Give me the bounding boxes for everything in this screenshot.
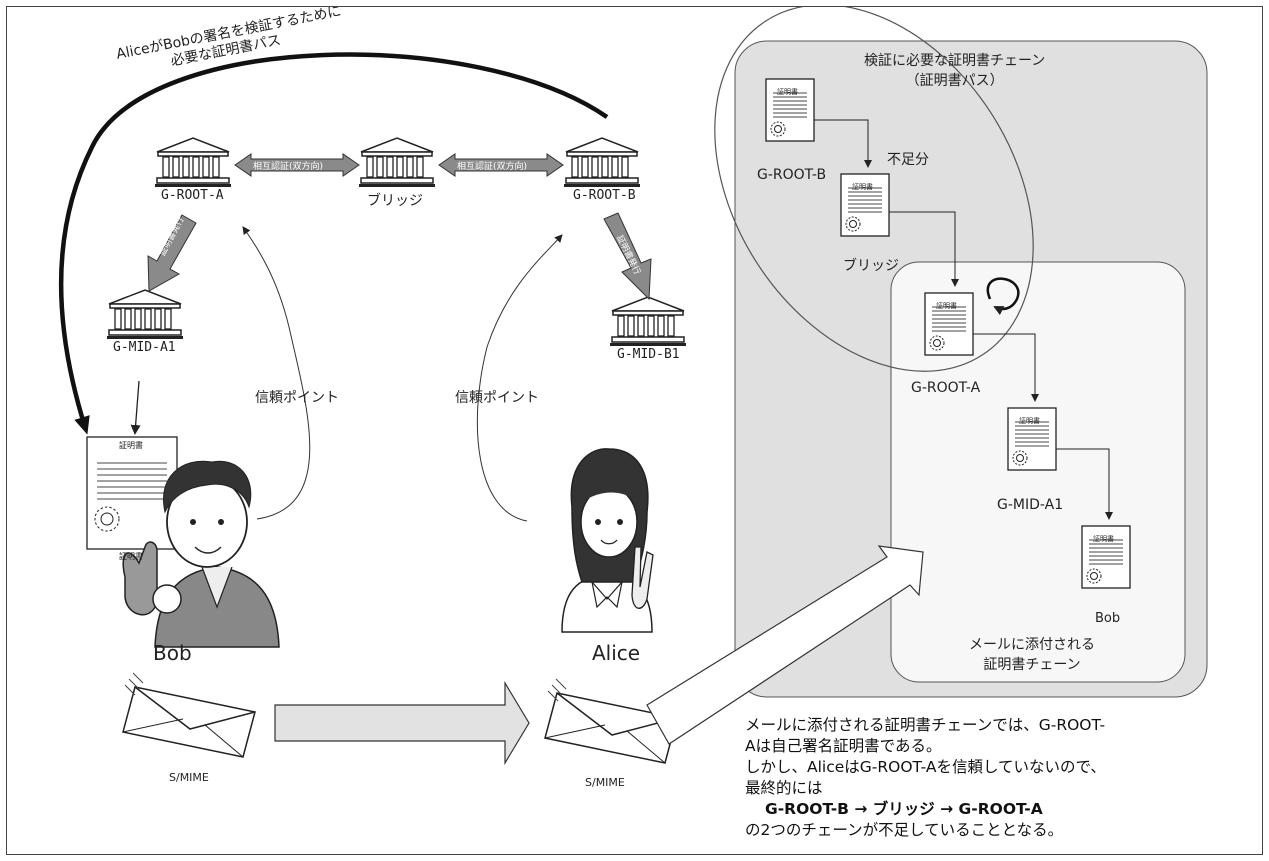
alice-envelope-motion bbox=[547, 678, 567, 702]
bob-name: Bob bbox=[153, 641, 192, 665]
panel-g-root-a-label: G-ROOT-A bbox=[911, 380, 981, 396]
attached-chain-arrow bbox=[646, 545, 924, 745]
panel-g-root-b-label: G-ROOT-B bbox=[757, 167, 827, 183]
g-root-b-bank-icon bbox=[563, 137, 641, 188]
issue-arrow-left bbox=[147, 214, 197, 292]
panel-cert-title-5: 証明書 bbox=[1093, 535, 1114, 543]
chain-arrow-2 bbox=[889, 211, 959, 287]
attached-caption-line-2: 証明書チェーン bbox=[983, 657, 1081, 673]
diagram-frame: AliceがBobの署名を検証するために 必要な証明書パス G-ROOT-A ブ… bbox=[6, 6, 1263, 855]
chain-arrow-1 bbox=[814, 119, 872, 168]
g-mid-b1-bank-icon bbox=[609, 296, 687, 347]
note-line-5: G-ROOT-B → ブリッジ → G-ROOT-A bbox=[765, 800, 1043, 818]
cross-cert-arrow-left bbox=[234, 153, 360, 177]
cross-cert-arrow-right bbox=[438, 153, 564, 177]
g-root-a-label: G-ROOT-A bbox=[161, 188, 224, 203]
smime-label-bob: S/MIME bbox=[169, 771, 209, 784]
note-line-2: Aは自己署名証明書である。 bbox=[745, 737, 942, 755]
trust-curve-bob bbox=[242, 226, 311, 520]
panel-cert-title-4: 証明書 bbox=[1019, 417, 1040, 425]
alice-avatar bbox=[561, 448, 654, 633]
chain-arrow-4 bbox=[1056, 448, 1113, 520]
explanation-note: メールに添付される証明書チェーンでは、G-ROOT- Aは自己署名証明書である。… bbox=[745, 715, 1106, 841]
panel-title: 検証に必要な証明書チェーン （証明書パス） bbox=[864, 51, 1045, 91]
bridge-bank-icon bbox=[358, 137, 436, 188]
cross-cert-label-left: 相互認証(双方向) bbox=[253, 162, 324, 172]
bob-envelope-icon bbox=[122, 686, 256, 758]
attached-caption: メールに添付される 証明書チェーン bbox=[969, 635, 1095, 675]
g-root-a-bank-icon bbox=[154, 137, 232, 188]
trust-point-bob: 信頼ポイント bbox=[255, 390, 339, 406]
note-line-6: の2つのチェーンが不足していることとなる。 bbox=[745, 821, 1064, 839]
g-root-b-label: G-ROOT-B bbox=[573, 188, 636, 203]
note-line-1: メールに添付される証明書チェーンでは、G-ROOT- bbox=[745, 716, 1106, 734]
g-mid-a1-bank-icon bbox=[106, 289, 184, 340]
chain-arrow-3 bbox=[973, 333, 1039, 402]
bob-envelope-motion bbox=[124, 672, 144, 696]
missing-chain-ellipse bbox=[714, 7, 1034, 372]
panel-bob-label: Bob bbox=[1095, 611, 1121, 626]
panel-g-mid-a1-label: G-MID-A1 bbox=[997, 497, 1064, 513]
panel-cert-title-3: 証明書 bbox=[936, 302, 957, 310]
panel-title-line-2: （証明書パス） bbox=[905, 73, 1004, 89]
cross-cert-label-right: 相互認証(双方向) bbox=[457, 162, 528, 172]
issue-arrow-right bbox=[603, 212, 652, 301]
self-signed-loop bbox=[986, 277, 1020, 316]
note-line-3: しかし、AliceはG-ROOT-Aを信頼していないので、 bbox=[745, 758, 1106, 776]
g-mid-b1-label: G-MID-B1 bbox=[617, 347, 680, 362]
send-mail-arrow bbox=[274, 680, 530, 766]
panel-cert-title-1: 証明書 bbox=[777, 88, 798, 96]
attached-caption-line-1: メールに添付される bbox=[969, 637, 1095, 653]
panel-title-line-1: 検証に必要な証明書チェーン bbox=[864, 53, 1046, 69]
smime-label-alice: S/MIME bbox=[585, 776, 625, 789]
panel-cert-title-2: 証明書 bbox=[852, 183, 873, 191]
bob-cert-title: 証明書 bbox=[119, 441, 143, 450]
bridge-label: ブリッジ bbox=[367, 193, 423, 209]
trust-curve-alice bbox=[476, 234, 563, 522]
diagram-canvas bbox=[58, 7, 1208, 766]
g-mid-a1-label: G-MID-A1 bbox=[113, 340, 176, 355]
trust-point-alice: 信頼ポイント bbox=[455, 390, 539, 406]
certificate-path-arrow bbox=[58, 52, 609, 435]
bob-avatar bbox=[122, 460, 280, 648]
missing-label: 不足分 bbox=[887, 152, 929, 168]
note-line-4: 最終的には bbox=[745, 779, 823, 797]
bob-cert-footer: 証明書 bbox=[119, 552, 143, 561]
mid-to-cert-arrow bbox=[130, 380, 141, 435]
panel-bridge-label: ブリッジ bbox=[843, 258, 899, 274]
alice-name: Alice bbox=[592, 641, 641, 665]
